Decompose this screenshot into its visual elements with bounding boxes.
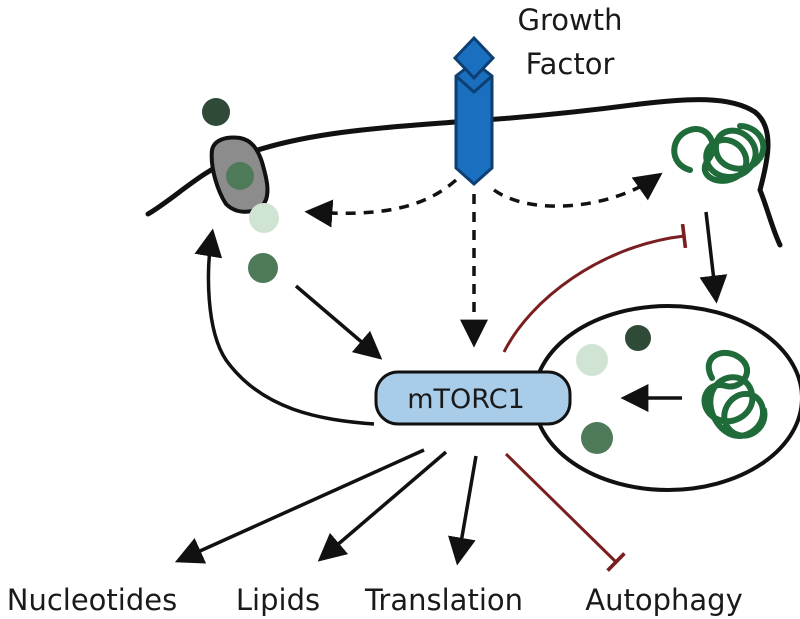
growth-factor-ligand bbox=[452, 35, 496, 81]
mtorc1-label: mTORC1 bbox=[407, 384, 525, 415]
lysosome-dot-mid bbox=[581, 422, 613, 454]
lysosome-protein-coil bbox=[701, 349, 768, 439]
growth-factor-receptor bbox=[452, 35, 496, 187]
output-label-nucleotides: Nucleotides bbox=[7, 583, 177, 617]
dashed-arrow-to-protein bbox=[492, 172, 663, 208]
inhibition-to-autophagy bbox=[504, 452, 626, 572]
dashed-arrow-to-transporter bbox=[304, 178, 458, 228]
lysosome-dot-light bbox=[576, 344, 608, 376]
arrow-nutrients-to-mtorc1 bbox=[294, 284, 383, 360]
arrow-to-nucleotides bbox=[174, 448, 425, 564]
mtorc1-complex bbox=[374, 370, 572, 426]
nutrient-dot-light bbox=[249, 203, 279, 233]
output-label-autophagy: Autophagy bbox=[585, 583, 742, 617]
output-label-lipids: Lipids bbox=[236, 583, 320, 617]
receptor-label-line2: Factor bbox=[526, 47, 615, 81]
nutrient-dot-in-transporter bbox=[226, 162, 254, 190]
receptor-label-line1: Growth bbox=[518, 3, 623, 37]
inhibition-mtorc1-to-protein-endocytosis bbox=[502, 223, 688, 353]
arrow-protein-to-lysosome bbox=[699, 211, 728, 304]
output-label-translation: Translation bbox=[364, 583, 523, 617]
feedback-arrow-to-transporter bbox=[194, 228, 375, 426]
membrane-protein-coil bbox=[671, 123, 767, 184]
nutrient-dot-inside bbox=[248, 253, 278, 283]
arrow-to-lipids bbox=[317, 450, 448, 562]
lysosome-dot-dark bbox=[625, 325, 651, 351]
arrow-to-translation bbox=[448, 455, 478, 566]
nutrient-dot-outside bbox=[202, 98, 230, 126]
